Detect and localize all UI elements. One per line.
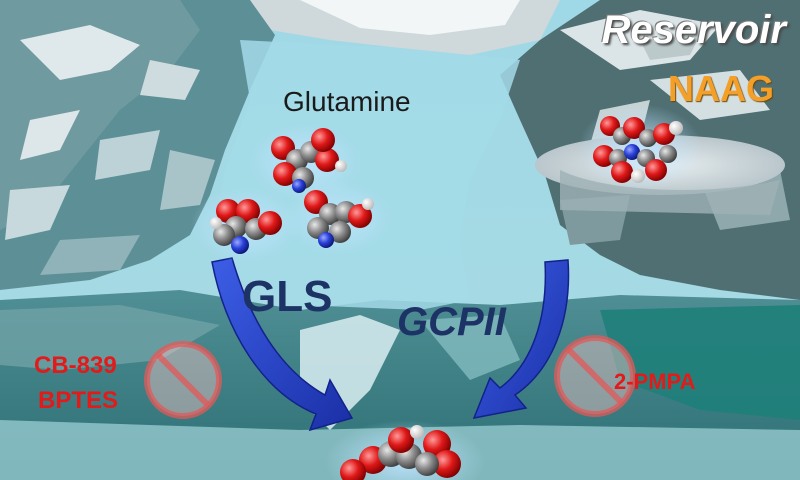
gls-arrow	[211, 257, 354, 432]
gcpii-enzyme-label: GCPII	[397, 300, 506, 344]
glutamine-molecule-icon	[283, 180, 393, 256]
inhibitor-bptes-label: BPTES	[38, 387, 119, 414]
glutamine-molecule-icon	[191, 187, 301, 263]
inhibitor-cb839-label: CB-839	[34, 352, 117, 379]
product-molecule-icon	[325, 420, 485, 480]
reservoir-label: Reservoir	[601, 8, 786, 52]
glutamine-label: Glutamine	[283, 86, 411, 117]
inhibitor-2pmpa-label: 2-PMPA	[614, 369, 696, 394]
prohibition-sign-icon	[554, 335, 636, 417]
gls-enzyme-label: GLS	[242, 272, 333, 321]
naag-molecule-icon	[578, 104, 702, 192]
gcpii-arrow	[472, 259, 570, 419]
naag-label: NAAG	[668, 68, 774, 109]
prohibition-sign-icon	[144, 341, 222, 419]
